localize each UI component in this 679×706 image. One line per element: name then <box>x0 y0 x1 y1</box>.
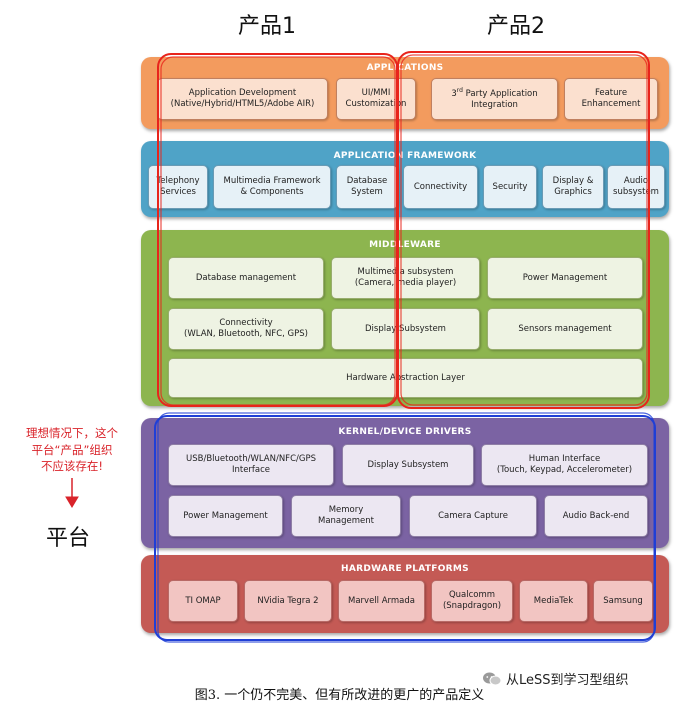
power-management-kernel-box: Power Management <box>168 495 283 537</box>
database-system-box: Database System <box>336 165 398 209</box>
product1-label: 产品1 <box>238 14 296 39</box>
human-interface-box: Human Interface (Touch, Keypad, Accelero… <box>481 444 648 486</box>
annotation-line-2: 平台“产品”组织 <box>31 442 113 457</box>
wechat-icon <box>483 672 502 685</box>
database-management-box: Database management <box>168 257 324 299</box>
ti-omap-box: TI OMAP <box>168 580 238 622</box>
memory-management-box: Memory Management <box>291 495 401 537</box>
audio-subsystem-box: Audio subsystem <box>607 165 665 209</box>
app-development-box: Application Development (Native/Hybrid/H… <box>157 78 328 120</box>
display-graphics-box: Display & Graphics <box>542 165 604 209</box>
kernel-title: KERNEL/DEVICE DRIVERS <box>338 427 472 437</box>
figure-caption: 图3. 一个仍不完美、但有所改进的更广的产品定义 <box>194 688 485 703</box>
watermark: 从LeSS到学习型组织 <box>482 669 629 688</box>
security-box: Security <box>483 165 537 209</box>
annotation-line-3: 不应该存在! <box>40 459 104 474</box>
hardware-abstraction-layer-box: Hardware Abstraction Layer <box>168 358 643 398</box>
audio-backend-box: Audio Back-end <box>544 495 648 537</box>
camera-capture-box: Camera Capture <box>409 495 537 537</box>
applications-title: APPLICATIONS <box>366 63 444 73</box>
display-subsystem-kernel-box: Display Subsystem <box>342 444 474 486</box>
multimedia-subsystem-box: Multimedia subsystem (Camera, media play… <box>331 257 480 299</box>
hardware-layer: HARDWARE PLATFORMS TI OMAP NVidia Tegra … <box>141 555 669 633</box>
connectivity-box: Connectivity <box>403 165 478 209</box>
watermark-text: 从LeSS到学习型组织 <box>506 673 629 688</box>
applications-layer: APPLICATIONS Application Development (Na… <box>141 57 669 129</box>
power-management-mw-box: Power Management <box>487 257 643 299</box>
connectivity-mw-box: Connectivity (WLAN, Bluetooth, NFC, GPS) <box>168 308 324 350</box>
feature-enhancement-box: Feature Enhancement <box>564 78 658 120</box>
sensors-management-box: Sensors management <box>487 308 643 350</box>
telephony-box: Telephony Services <box>148 165 208 209</box>
platform-label: 平台 <box>46 526 91 551</box>
middleware-layer: MIDDLEWARE Database management Multimedi… <box>141 230 669 406</box>
framework-title: APPLICATION FRAMEWORK <box>333 151 477 161</box>
marvell-armada-box: Marvell Armada <box>338 580 425 622</box>
middleware-title: MIDDLEWARE <box>369 240 441 250</box>
product2-label: 产品2 <box>487 14 545 39</box>
mediatek-box: MediaTek <box>519 580 588 622</box>
samsung-box: Samsung <box>593 580 653 622</box>
usb-interface-box: USB/Bluetooth/WLAN/NFC/GPS Interface <box>168 444 334 486</box>
nvidia-tegra-box: NVidia Tegra 2 <box>244 580 332 622</box>
hardware-title: HARDWARE PLATFORMS <box>341 564 469 574</box>
annotation-arrow <box>65 478 79 508</box>
ui-mmi-box: UI/MMI Customization <box>336 78 416 120</box>
framework-layer: APPLICATION FRAMEWORK Telephony Services… <box>141 141 669 217</box>
display-subsystem-mw-box: Display Subsystem <box>331 308 480 350</box>
kernel-layer: KERNEL/DEVICE DRIVERS USB/Bluetooth/WLAN… <box>141 418 669 548</box>
qualcomm-box: Qualcomm (Snapdragon) <box>431 580 513 622</box>
annotation-line-1: 理想情况下，这个 <box>26 426 118 440</box>
multimedia-framework-box: Multimedia Framework & Components <box>213 165 331 209</box>
annotation-text: 理想情况下，这个 平台“产品”组织 不应该存在! <box>6 425 138 475</box>
